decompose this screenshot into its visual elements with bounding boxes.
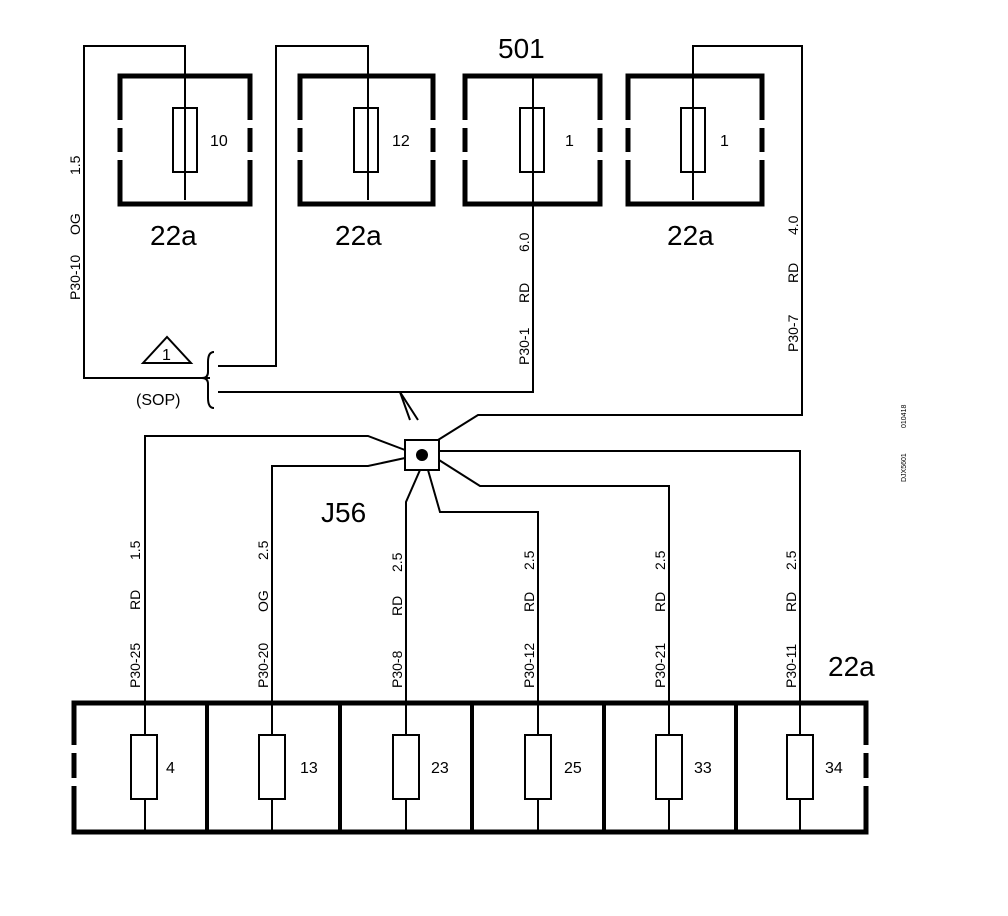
document-code: DJX5601 — [901, 453, 908, 482]
wire-p30-21 — [438, 459, 670, 800]
sop-brace — [201, 351, 215, 409]
wire-p30-11 — [439, 450, 801, 800]
wire-p30-20 — [271, 457, 406, 800]
wire-p30-12 — [427, 469, 539, 800]
fuse-symbol — [655, 734, 683, 800]
fuse-box-label: 22a — [150, 220, 197, 251]
fuse-number: 10 — [210, 133, 228, 150]
wire-sop-feed — [218, 391, 411, 421]
top-fuse-box-2: 12 22a — [297, 73, 436, 251]
svg-text:2.5: 2.5 — [521, 550, 537, 570]
svg-text:RD: RD — [785, 263, 801, 283]
svg-text:6.0: 6.0 — [516, 232, 532, 252]
wire-label-p30-8: P30-8 RD 2.5 — [389, 552, 405, 688]
fuse-symbol — [258, 734, 286, 800]
svg-text:P30-8: P30-8 — [389, 650, 405, 688]
fuse-number: 13 — [300, 760, 318, 777]
svg-text:1.5: 1.5 — [67, 155, 83, 175]
wire-label-p30-25: P30-25 RD 1.5 — [127, 540, 143, 688]
svg-text:RD: RD — [127, 590, 143, 610]
svg-text:P30-10: P30-10 — [67, 255, 83, 300]
wire-p30-1 — [398, 76, 534, 421]
wire-sop-link — [218, 45, 369, 367]
document-date: 010418 — [901, 405, 908, 428]
wire-p30-25 — [144, 435, 406, 800]
svg-text:2.5: 2.5 — [652, 550, 668, 570]
fuse-number: 1 — [720, 133, 729, 150]
fuse-number: 23 — [431, 760, 449, 777]
svg-text:P30-11: P30-11 — [783, 644, 799, 688]
svg-text:RD: RD — [652, 592, 668, 612]
junction-j56 — [404, 439, 440, 471]
bottom-fuse-4: 4 — [130, 703, 175, 832]
wire-label-p30-20: P30-20 OG 2.5 — [255, 540, 271, 688]
wire-label-p30-10: P30-10 OG 1.5 — [67, 155, 83, 300]
svg-text:1: 1 — [162, 347, 171, 364]
wire-label-p30-11: P30-11 RD 2.5 — [783, 550, 799, 688]
fuse-number: 25 — [564, 760, 582, 777]
note-triangle: 1 — [140, 335, 194, 364]
svg-text:OG: OG — [255, 590, 271, 612]
wire-p30-7 — [429, 45, 803, 446]
svg-text:P30-7: P30-7 — [785, 314, 801, 352]
fuse-number: 12 — [392, 133, 410, 150]
fuse-number: 33 — [694, 760, 712, 777]
bottom-fuse-25: 25 — [524, 703, 582, 832]
svg-text:RD: RD — [516, 283, 532, 303]
svg-text:P30-12: P30-12 — [521, 643, 537, 688]
svg-text:OG: OG — [67, 213, 83, 235]
svg-text:1.5: 1.5 — [127, 540, 143, 560]
wire-label-p30-12: P30-12 RD 2.5 — [521, 550, 537, 688]
junction-label: J56 — [321, 497, 366, 528]
fuse-box-label: 22a — [667, 220, 714, 251]
bottom-group-label: 22a — [828, 651, 875, 682]
top-fuse-box-4: 1 22a — [625, 73, 765, 251]
svg-text:P30-21: P30-21 — [652, 643, 668, 688]
wire-label-p30-21: P30-21 RD 2.5 — [652, 550, 668, 688]
bottom-fuse-13: 13 — [258, 703, 318, 832]
svg-text:P30-1: P30-1 — [516, 327, 532, 365]
svg-text:P30-25: P30-25 — [127, 643, 143, 688]
svg-text:2.5: 2.5 — [783, 550, 799, 570]
svg-text:RD: RD — [521, 592, 537, 612]
fuse-number: 1 — [565, 133, 574, 150]
svg-text:P30-20: P30-20 — [255, 643, 271, 688]
wire-label-p30-1: P30-1 RD 6.0 — [516, 232, 532, 365]
wire-label-p30-7: P30-7 RD 4.0 — [785, 215, 801, 352]
svg-text:2.5: 2.5 — [389, 552, 405, 572]
bottom-fuse-33: 33 — [655, 703, 712, 832]
svg-text:2.5: 2.5 — [255, 540, 271, 560]
bottom-fuse-23: 23 — [392, 703, 449, 832]
svg-text:RD: RD — [783, 592, 799, 612]
bottom-fuse-block — [71, 700, 869, 835]
fuse-symbol — [353, 107, 379, 173]
bottom-fuse-34: 34 — [786, 703, 843, 832]
svg-text:RD: RD — [389, 596, 405, 616]
fuse-number: 34 — [825, 760, 843, 777]
wire-p30-10 — [83, 45, 210, 379]
group-label-501: 501 — [498, 33, 545, 64]
fuse-symbol — [786, 734, 814, 800]
sop-label: (SOP) — [136, 392, 180, 409]
fuse-symbol — [392, 734, 420, 800]
fuse-box-label: 22a — [335, 220, 382, 251]
fuse-symbol — [130, 734, 158, 800]
fuse-number: 4 — [166, 760, 175, 777]
fuse-symbol — [524, 734, 552, 800]
svg-text:4.0: 4.0 — [785, 215, 801, 235]
